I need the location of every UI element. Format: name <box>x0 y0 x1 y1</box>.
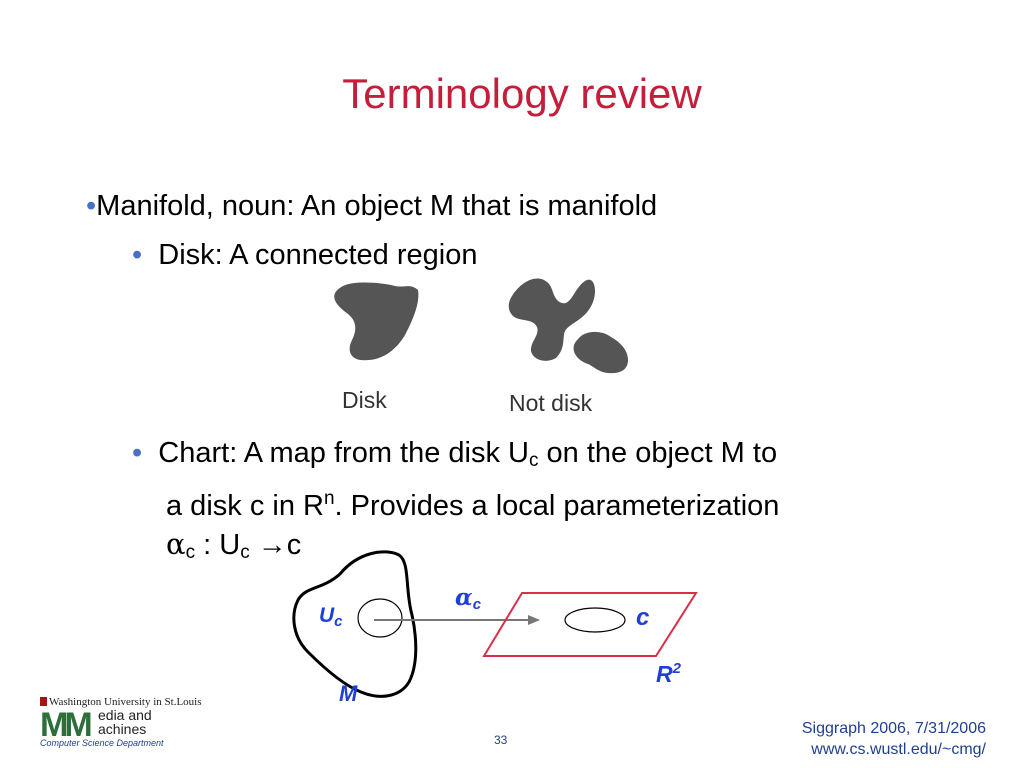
shield-icon <box>40 697 47 706</box>
bullet-marker: • <box>132 437 143 469</box>
bullet-chart-line-1: • Chart: A map from the disk Uc on the o… <box>132 437 778 471</box>
r2-label: R2 <box>656 660 681 687</box>
university-logo: Washington University in St.Louis MM edi… <box>40 696 202 748</box>
alpha-label: αc <box>455 584 482 613</box>
bullet-disk: • Disk: A connected region <box>132 236 477 274</box>
footer-info: Siggraph 2006, 7/31/2006 www.cs.wustl.ed… <box>802 718 986 760</box>
c-disk <box>564 607 626 633</box>
bullet-manifold: •Manifold, noun: An object M that is man… <box>86 187 657 225</box>
manifold-m-label: M <box>339 681 358 706</box>
disk-blob <box>334 282 419 361</box>
bullet-marker: • <box>132 239 143 271</box>
bullet-chart-line-2: a disk c in Rn. Provides a local paramet… <box>166 488 780 522</box>
logo-department: Computer Science Department <box>40 738 164 748</box>
r2-plane <box>482 592 698 657</box>
disk-caption: Disk <box>342 387 387 413</box>
bullet-text: Manifold, noun: An object M that is mani… <box>96 190 658 222</box>
page-number: 33 <box>494 733 508 747</box>
uc-region <box>357 598 403 638</box>
logo-mm: MM <box>40 706 93 744</box>
footer-conference: Siggraph 2006, 7/31/2006 <box>801 720 986 737</box>
notdisk-blob-bottom <box>573 331 628 374</box>
chart-arrow-head <box>528 615 540 625</box>
bullet-text: Disk: A connected region <box>158 239 478 271</box>
uc-label: Uc <box>319 604 343 630</box>
notdisk-caption: Not disk <box>509 390 593 416</box>
bullet-chart-line-3: αc : Uc →c <box>166 527 302 563</box>
bullet-marker: • <box>86 190 97 222</box>
bullet-chart: • Chart: A map from the disk Uc on the o… <box>132 434 779 572</box>
slide-title: Terminology review <box>342 70 702 117</box>
manifold-outline <box>292 550 418 698</box>
footer-url: www.cs.wustl.edu/~cmg/ <box>811 741 986 758</box>
notdisk-blob-top <box>508 278 596 361</box>
c-label: c <box>636 604 650 631</box>
university-name: Washington University in St.Louis <box>40 696 202 708</box>
